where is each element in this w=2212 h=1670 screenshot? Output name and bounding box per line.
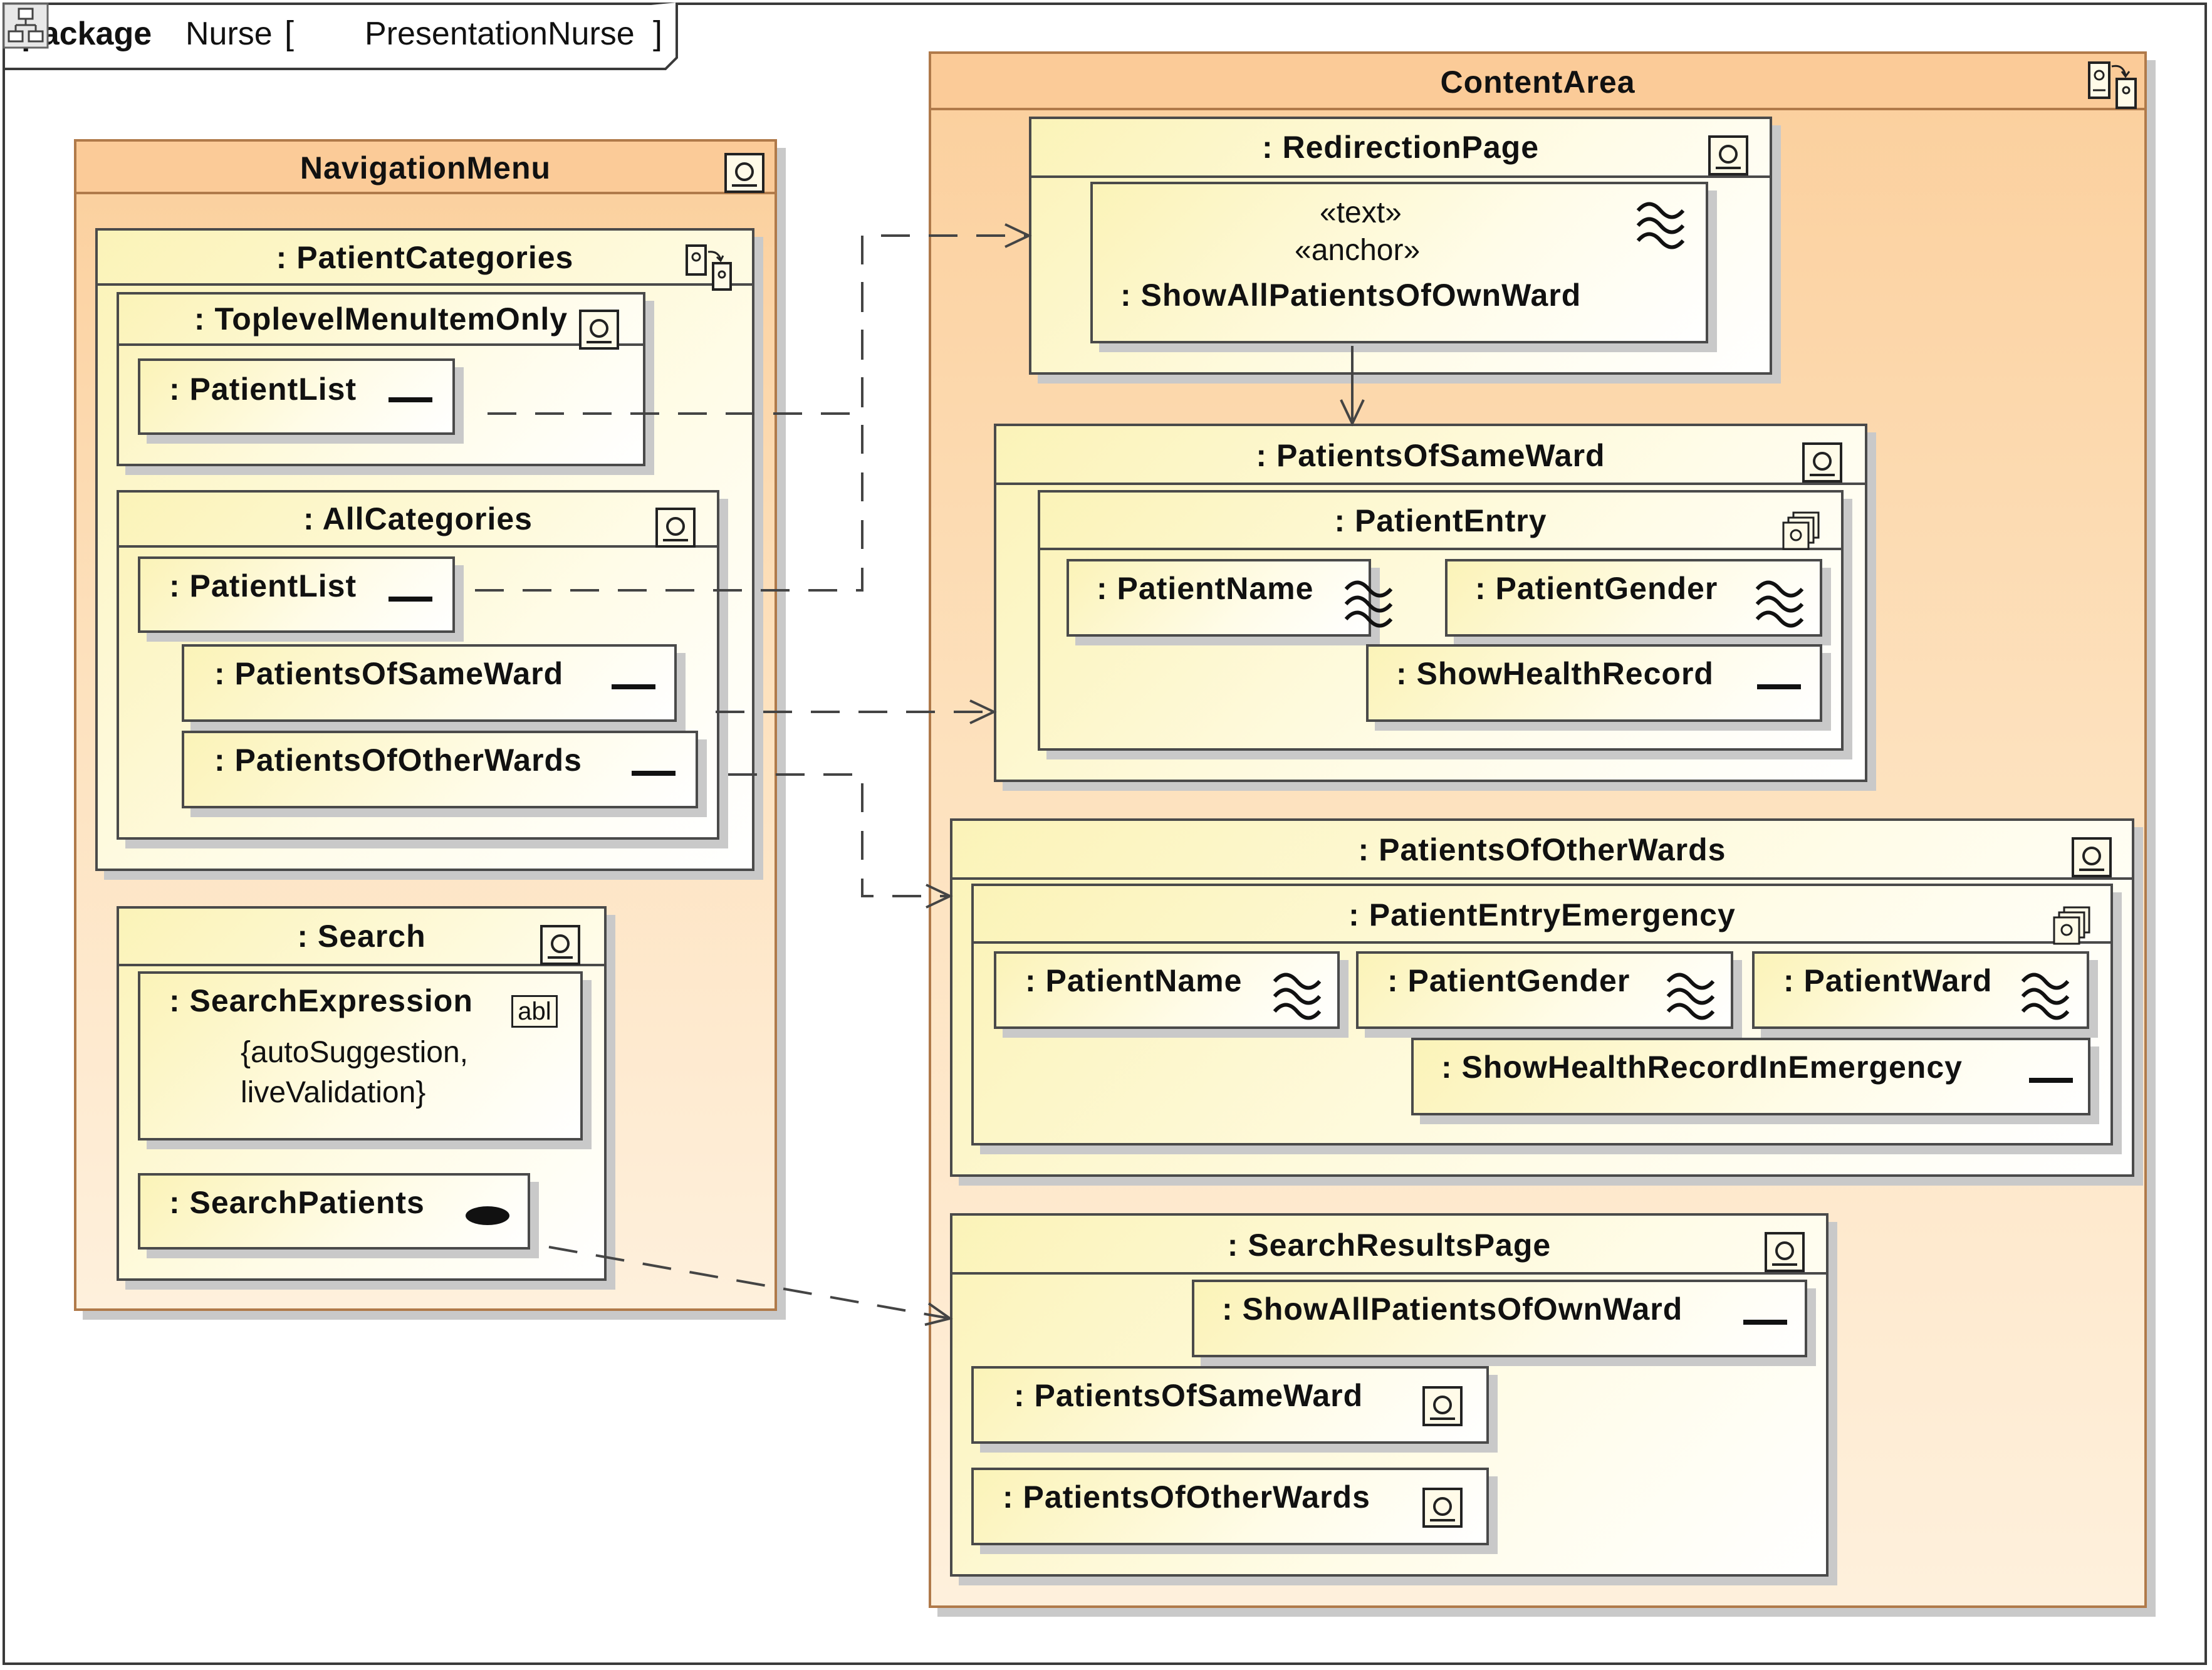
package-tab-outline	[3, 3, 678, 70]
patients-of-other-wards-page-title: : PatientsOfOtherWards	[952, 821, 2132, 880]
patient-name-label: : PatientName	[1097, 571, 1314, 606]
menu-icon	[686, 244, 732, 291]
package-tab: package Nurse [ PresentationNurse ]	[3, 3, 678, 70]
text-wave-icon	[1636, 202, 1685, 249]
show-all-patients-anchor-text[interactable]: «text» «anchor» : ShowAllPatientsOfOwnWa…	[1090, 182, 1708, 343]
package-diagram-reference[interactable]: PresentationNurse	[365, 16, 635, 52]
search-expression-input[interactable]: : SearchExpression abl {autoSuggestion, …	[138, 971, 583, 1140]
patients-of-same-ward-page-ref[interactable]: : PatientsOfSameWard	[971, 1366, 1489, 1444]
arrowhead	[926, 884, 953, 909]
search-results-page-title: : SearchResultsPage	[952, 1216, 1826, 1275]
link-edge-patients-of-other-wards[interactable]	[728, 773, 950, 897]
patient-gender-text[interactable]: : PatientGender	[1445, 559, 1822, 637]
page-icon	[1765, 1232, 1805, 1272]
patient-ward-text[interactable]: : PatientWard	[1752, 951, 2089, 1029]
page-icon	[655, 508, 696, 548]
all-categories-title: : AllCategories	[119, 493, 717, 548]
search-patients-button[interactable]: : SearchPatients	[138, 1173, 530, 1250]
constraint-line-2: liveValidation}	[241, 1076, 426, 1109]
link-icon	[632, 771, 676, 776]
constraint-line-1: {autoSuggestion,	[241, 1036, 468, 1069]
link-icon	[1757, 684, 1801, 689]
patient-list-link[interactable]: : PatientList	[138, 358, 455, 435]
show-health-record-label: : ShowHealthRecord	[1396, 656, 1714, 691]
patients-of-same-ward-page-title: : PatientsOfSameWard	[996, 426, 1865, 485]
link-icon	[2029, 1078, 2073, 1083]
button-icon	[466, 1206, 509, 1225]
link-edge-search-patients[interactable]	[548, 1246, 951, 1320]
toplevel-menu-item-only-title: : ToplevelMenuItemOnly	[119, 295, 643, 346]
diagram-icon	[3, 3, 49, 49]
content-area-title: ContentArea	[931, 54, 2144, 110]
text-wave-icon	[1344, 580, 1393, 628]
patient-gender-label: : PatientGender	[1387, 963, 1630, 998]
arrowhead	[1340, 399, 1365, 427]
link-icon	[1743, 1320, 1787, 1325]
show-health-record-link[interactable]: : ShowHealthRecord	[1366, 644, 1822, 722]
text-wave-icon	[1755, 580, 1804, 628]
patient-name-label: : PatientName	[1025, 963, 1243, 998]
link-icon	[389, 397, 432, 402]
navigation-menu-title: NavigationMenu	[76, 142, 775, 194]
list-icon	[2053, 906, 2090, 945]
page-icon	[1422, 1488, 1463, 1528]
package-bracket-close: ]	[653, 14, 663, 52]
package-bracket-open: [	[284, 14, 295, 52]
patients-of-other-wards-ref-label: : PatientsOfOtherWards	[1003, 1480, 1370, 1515]
package-name: Nurse	[185, 16, 273, 52]
link-icon	[612, 684, 655, 689]
patient-gender-text[interactable]: : PatientGender	[1356, 951, 1733, 1029]
redirection-page-title: : RedirectionPage	[1031, 119, 1770, 178]
patient-name-text[interactable]: : PatientName	[1067, 559, 1393, 637]
page-icon	[1708, 135, 1748, 175]
stereotype-text: «text»	[1320, 196, 1402, 229]
page-icon	[540, 925, 580, 965]
text-wave-icon	[2021, 973, 2070, 1020]
page-icon	[1802, 442, 1842, 483]
patient-list-label: : PatientList	[169, 372, 357, 407]
link-icon	[389, 597, 432, 602]
patients-of-other-wards-link[interactable]: : PatientsOfOtherWards	[182, 731, 698, 808]
page-icon	[1422, 1386, 1463, 1426]
patients-of-same-ward-ref-label: : PatientsOfSameWard	[1014, 1378, 1364, 1413]
text-wave-icon	[1273, 973, 1322, 1020]
arrowhead	[1004, 223, 1032, 248]
patients-of-other-wards-label: : PatientsOfOtherWards	[214, 743, 582, 778]
patient-list-link[interactable]: : PatientList	[138, 556, 455, 633]
show-health-record-in-emergency-label: : ShowHealthRecordInEmergency	[1441, 1050, 1963, 1085]
patient-gender-label: : PatientGender	[1475, 571, 1718, 606]
link-edge-all-categories-patient-list[interactable]	[475, 236, 863, 592]
show-health-record-in-emergency-link[interactable]: : ShowHealthRecordInEmergency	[1411, 1038, 2090, 1115]
page-icon	[2072, 837, 2112, 877]
page-icon	[579, 310, 619, 350]
patient-entry-emergency-title: : PatientEntryEmergency	[974, 886, 2110, 944]
arrowhead	[969, 699, 997, 724]
anchor-label: : ShowAllPatientsOfOwnWard	[1120, 278, 1582, 313]
patients-of-same-ward-label: : PatientsOfSameWard	[214, 656, 564, 691]
show-all-patients-of-own-ward-label: : ShowAllPatientsOfOwnWard	[1222, 1292, 1683, 1327]
package-frame	[3, 3, 2207, 1665]
patient-categories-title: : PatientCategories	[98, 231, 752, 286]
show-all-patients-of-own-ward-link[interactable]: : ShowAllPatientsOfOwnWard	[1192, 1280, 1807, 1357]
search-expression-label: : SearchExpression	[169, 983, 473, 1018]
text-wave-icon	[1666, 973, 1715, 1020]
stereotype-anchor: «anchor»	[1295, 234, 1421, 267]
content-area-icon	[2088, 61, 2137, 109]
patient-list-label: : PatientList	[169, 568, 357, 603]
patients-of-other-wards-page-ref[interactable]: : PatientsOfOtherWards	[971, 1468, 1489, 1545]
patient-name-text[interactable]: : PatientName	[994, 951, 1340, 1029]
search-title: : Search	[119, 909, 604, 966]
patient-ward-label: : PatientWard	[1783, 963, 1993, 998]
list-icon	[1782, 511, 1820, 550]
search-patients-label: : SearchPatients	[169, 1185, 425, 1220]
link-edge-toplevel-patient-list[interactable]	[488, 234, 1029, 415]
patients-of-same-ward-link[interactable]: : PatientsOfSameWard	[182, 644, 677, 722]
page-icon	[724, 153, 764, 193]
text-input-icon: abl	[511, 995, 558, 1028]
arrowhead	[924, 1302, 953, 1326]
patient-entry-title: : PatientEntry	[1040, 493, 1841, 550]
